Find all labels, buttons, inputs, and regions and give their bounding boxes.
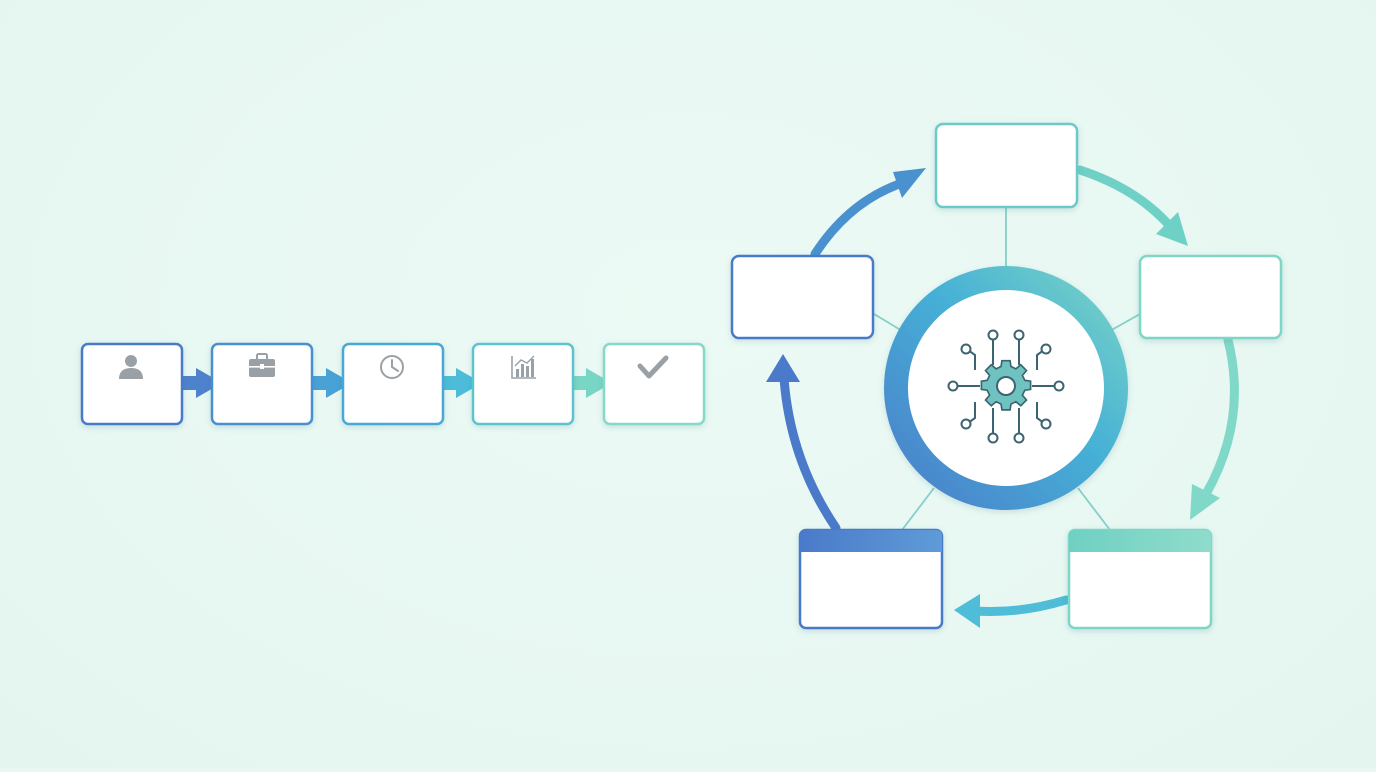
flow-step-5 xyxy=(602,342,706,426)
cycle-arrow-bottomright-to-bottomleft xyxy=(954,594,1071,628)
briefcase-icon xyxy=(249,353,275,377)
hub-connectors xyxy=(873,207,1141,531)
cycle-arrow-bottomleft-to-left xyxy=(766,354,841,533)
node-header-bar xyxy=(800,530,942,552)
flow-arrow-3 xyxy=(442,368,482,398)
cycle-diagram xyxy=(730,122,1283,630)
user-icon xyxy=(119,355,143,379)
cycle-arrow-left-to-top xyxy=(810,168,926,259)
cycle-node-right xyxy=(1138,254,1283,340)
flow-arrow-1 xyxy=(182,368,222,398)
cycle-arrow-top-to-right xyxy=(1075,165,1188,246)
flow-step-4 xyxy=(471,342,575,426)
flow-step-1 xyxy=(80,342,184,426)
cycle-node-top xyxy=(934,122,1079,209)
checkmark-icon xyxy=(637,355,669,379)
cycle-arrow-right-to-bottomright xyxy=(1190,335,1239,520)
bar-chart-icon xyxy=(511,355,536,379)
cycle-node-left xyxy=(730,254,875,340)
flow-step-3 xyxy=(341,342,445,426)
flow-step-2 xyxy=(210,342,314,426)
central-hub xyxy=(884,266,1128,510)
flow-arrow-4 xyxy=(572,368,612,398)
cycle-node-bottom-right xyxy=(1067,528,1213,630)
gear-network-icon xyxy=(947,329,1065,444)
clock-icon xyxy=(380,355,404,379)
cycle-node-bottom-left xyxy=(798,528,944,630)
flow-arrow-2 xyxy=(312,368,352,398)
linear-flow xyxy=(80,342,706,426)
node-header-bar xyxy=(1069,530,1211,552)
